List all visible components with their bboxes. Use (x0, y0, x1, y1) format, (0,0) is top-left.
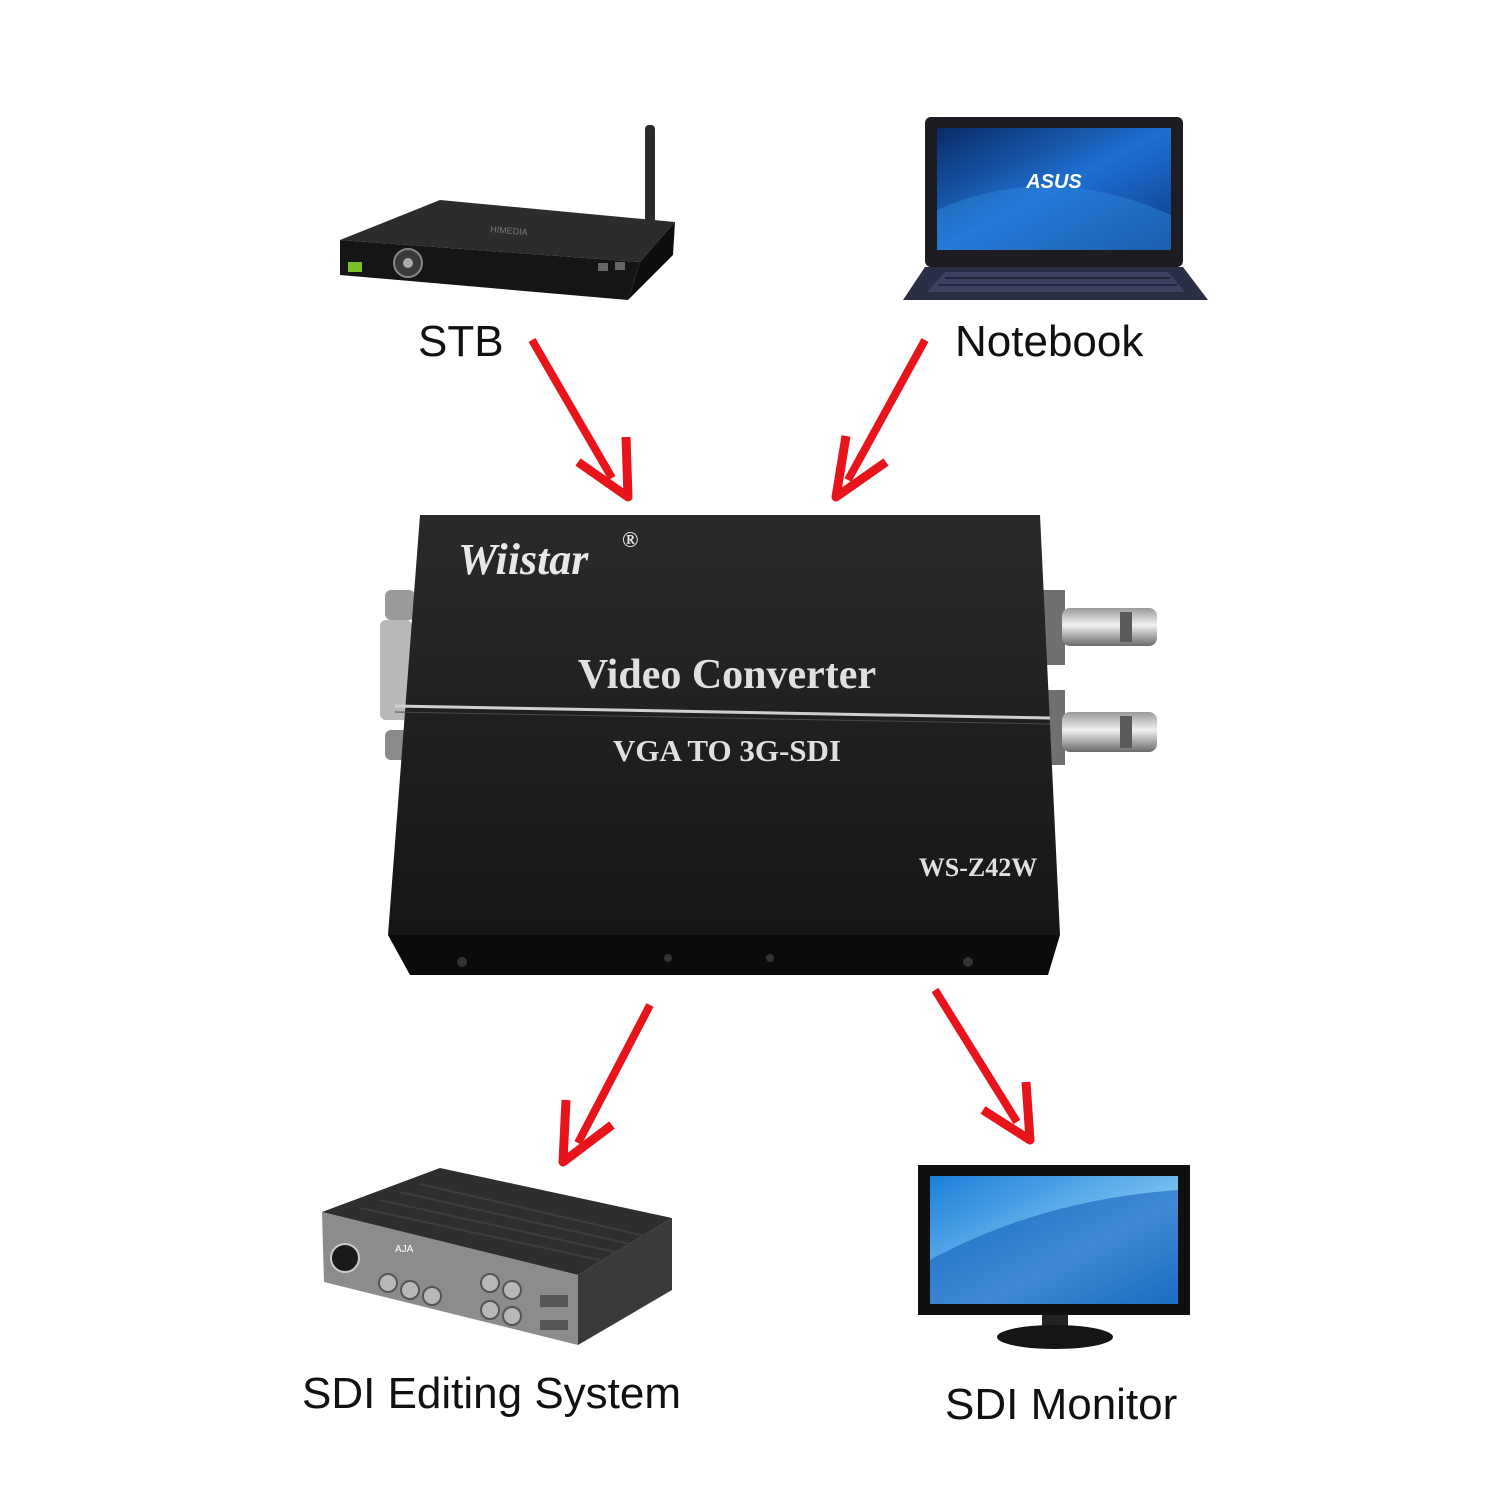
converter-registered-mark: ® (622, 527, 638, 552)
aja-brand-text: AJA (395, 1244, 414, 1255)
video-converter-device: Wiistar ® Video Converter VGA TO 3G-SDI … (380, 515, 1157, 975)
bnc-connector-icon (1035, 690, 1157, 765)
stb-brand-text: HIMEDIA (490, 224, 528, 237)
bnc-connector-icon (1035, 590, 1157, 665)
converter-model: WS-Z42W (919, 853, 1037, 882)
converter-subtitle: VGA TO 3G-SDI (613, 733, 841, 768)
converter-title: Video Converter (578, 652, 876, 698)
laptop-brand-text: ASUS (1025, 171, 1082, 193)
arrow-stb-to-converter (528, 337, 633, 502)
monitor-icon (918, 1165, 1190, 1349)
stb-label: STB (418, 317, 504, 366)
converter-brand: Wiistar (458, 535, 589, 584)
laptop-icon: ASUS (903, 117, 1208, 300)
arrow-notebook-to-converter (831, 338, 929, 502)
sdi-editing-system-icon: AJA (322, 1168, 672, 1345)
arrow-converter-to-editing (558, 1003, 654, 1167)
arrow-converter-to-monitor (931, 987, 1035, 1145)
notebook-label: Notebook (955, 317, 1144, 366)
set-top-box-icon: HIMEDIA (340, 125, 675, 300)
sdi-editing-system-label: SDI Editing System (302, 1369, 682, 1418)
sdi-monitor-label: SDI Monitor (945, 1380, 1178, 1429)
